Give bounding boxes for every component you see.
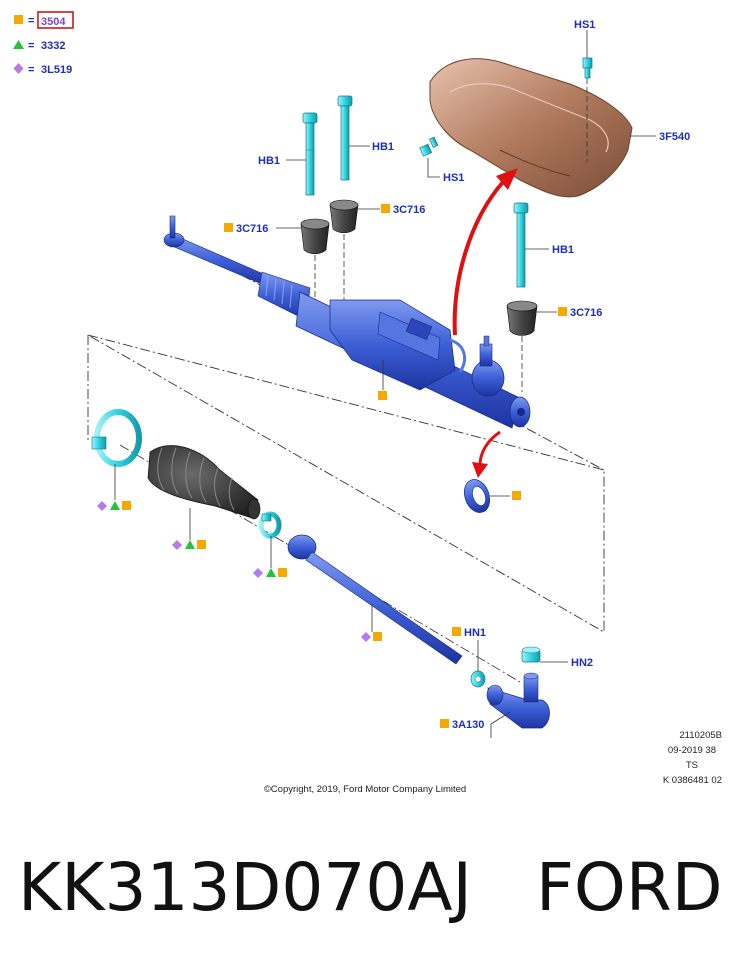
callout-hs1-left[interactable]: HS1 — [443, 172, 464, 184]
callout-hb1-center[interactable]: HB1 — [372, 141, 394, 153]
triangle-icon — [110, 501, 120, 510]
callout-3c716-center[interactable]: 3C716 — [393, 204, 425, 216]
square-icon — [452, 627, 461, 636]
legend-code[interactable]: 3504 — [41, 16, 66, 28]
boot-clamp[interactable] — [91, 409, 142, 467]
callout-hn2[interactable]: HN2 — [571, 657, 593, 669]
leader-line — [490, 711, 511, 738]
square-icon — [440, 719, 449, 728]
square-icon — [14, 15, 23, 24]
tie-rod-end[interactable] — [486, 672, 550, 729]
legend-equals: = — [28, 40, 34, 52]
callout-hs1-top[interactable]: HS1 — [574, 19, 595, 31]
legend-item-3l519: = 3L519 — [13, 63, 72, 76]
square-icon — [197, 540, 206, 549]
triangle-icon — [185, 540, 195, 549]
diamond-icon — [172, 540, 182, 550]
square-icon — [224, 223, 233, 232]
leader-line — [427, 158, 440, 178]
bushing-3c716-right[interactable] — [506, 300, 538, 336]
nut-hn1[interactable] — [470, 670, 486, 688]
brand-name: FORD — [535, 849, 723, 926]
bellows-boot[interactable] — [147, 445, 261, 520]
legend-equals: = — [28, 64, 34, 76]
legend-item-3504: = 3504 — [14, 11, 74, 29]
bolt-hb1-center[interactable] — [337, 95, 353, 181]
meta-line-2: 09-2019 38 — [668, 745, 716, 756]
legend-equals: = — [28, 15, 34, 27]
bushing-3c716-left[interactable] — [300, 218, 330, 255]
red-arrow-small-icon — [472, 430, 501, 478]
meta-line-4: K 0386481 02 — [663, 775, 722, 786]
square-icon — [378, 391, 387, 400]
copyright: ©Copyright, 2019, Ford Motor Company Lim… — [264, 784, 466, 795]
bolt-hs1-top[interactable] — [582, 57, 593, 79]
highlight-box — [37, 11, 74, 29]
triangle-icon — [13, 40, 24, 49]
diamond-icon — [361, 632, 371, 642]
callout-3c716-left[interactable]: 3C716 — [236, 223, 268, 235]
legend-code: 3L519 — [41, 64, 72, 76]
callout-hb1-right[interactable]: HB1 — [552, 244, 574, 256]
square-icon — [381, 204, 390, 213]
diamond-icon — [13, 63, 24, 74]
callout-3a130[interactable]: 3A130 — [452, 719, 484, 731]
square-icon — [558, 307, 567, 316]
diamond-icon — [253, 568, 263, 578]
inner-tie-rod[interactable] — [287, 534, 463, 665]
legend-item-3332: = 3332 — [13, 40, 65, 52]
square-icon — [278, 568, 287, 577]
red-arrow-icon — [452, 168, 518, 336]
triangle-icon — [266, 568, 276, 577]
square-icon — [373, 632, 382, 641]
bolt-hs1-left[interactable] — [419, 136, 439, 157]
part-number: KK313D070AJ — [18, 849, 472, 926]
heat-shield[interactable] — [429, 58, 633, 198]
diamond-icon — [97, 501, 107, 511]
steering-rack-diagram: = 3504 = 3332 = 3L519 HS1 — [13, 11, 722, 795]
callout-hn1[interactable]: HN1 — [464, 627, 486, 639]
seal-ring[interactable] — [460, 476, 494, 516]
guide-lines — [314, 234, 523, 392]
bolt-hb1-right[interactable] — [513, 202, 529, 288]
small-clamp[interactable] — [258, 511, 282, 539]
nut-hn2[interactable] — [521, 646, 541, 663]
callout-hb1-left[interactable]: HB1 — [258, 155, 280, 167]
bolt-hb1-left[interactable] — [302, 112, 318, 196]
legend-code: 3332 — [41, 40, 65, 52]
meta-line-3: TS — [686, 760, 698, 771]
square-icon — [122, 501, 131, 510]
steering-rack[interactable] — [163, 215, 531, 429]
callout-3f540[interactable]: 3F540 — [659, 131, 690, 143]
meta-line-1: 2110205B — [679, 730, 722, 741]
legend: = 3504 = 3332 = 3L519 — [13, 11, 74, 76]
part-caption: KK313D070AJ FORD — [18, 838, 723, 938]
bushing-3c716-center[interactable] — [329, 199, 359, 234]
callout-3c716-right[interactable]: 3C716 — [570, 307, 602, 319]
square-icon — [512, 491, 521, 500]
